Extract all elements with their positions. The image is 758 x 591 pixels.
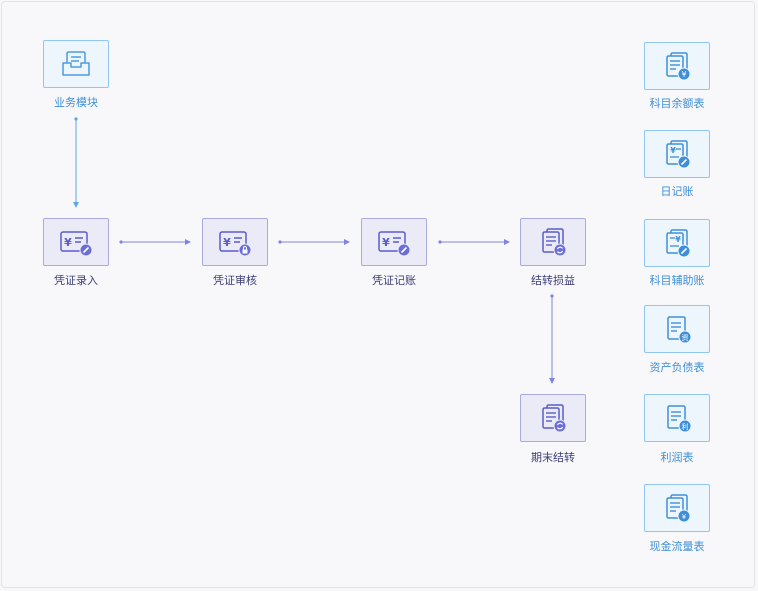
doc-badge-icon: ¥ [666, 494, 691, 523]
voucher-edit-icon: ¥ [60, 231, 93, 257]
node-voucher-entry-label: 凭证录入 [54, 274, 98, 287]
doc-badge-icon: 资 [667, 316, 692, 344]
svg-text:¥: ¥ [223, 236, 231, 249]
arrow-transfer-to-period-end [549, 294, 555, 384]
node-voucher-review-label: 凭证审核 [213, 274, 257, 287]
svg-text:¥: ¥ [675, 235, 681, 244]
svg-text:利: 利 [682, 422, 689, 431]
report-balance-sheet[interactable]: 资 [644, 305, 710, 353]
doc-badge-icon: 利 [667, 405, 692, 433]
svg-text:资: 资 [682, 333, 689, 342]
report-journal[interactable]: ¥ [644, 130, 710, 178]
svg-text:¥: ¥ [681, 70, 686, 79]
node-transfer-pl-label: 结转损益 [531, 274, 575, 287]
node-transfer-pl[interactable] [520, 218, 586, 266]
file-tray-icon [62, 51, 90, 76]
svg-text:¥: ¥ [382, 236, 390, 249]
svg-text:¥: ¥ [64, 236, 72, 249]
node-voucher-review[interactable]: ¥ [202, 218, 268, 266]
node-business-module-label: 业务模块 [54, 96, 98, 109]
report-income-statement[interactable]: 利 [644, 394, 710, 442]
report-account-balance-label: 科目余额表 [649, 97, 705, 110]
voucher-post-icon: ¥ [378, 231, 411, 257]
doc-transfer-icon [542, 404, 567, 433]
report-balance-sheet-label: 资产负债表 [649, 361, 705, 374]
report-account-balance[interactable]: ¥ [644, 42, 710, 90]
report-subsidiary-ledger[interactable]: ¥ [644, 219, 710, 267]
node-business-module[interactable] [43, 40, 109, 88]
report-income-statement-label: 利润表 [660, 451, 694, 464]
report-cash-flow-label: 现金流量表 [649, 540, 705, 553]
svg-text:¥: ¥ [670, 146, 676, 155]
doc-edit-icon: ¥ [666, 229, 691, 258]
node-voucher-posting-label: 凭证记账 [372, 274, 416, 287]
doc-transfer-icon [542, 228, 567, 257]
arrow-source-to-entry [73, 117, 79, 208]
doc-edit-icon: ¥ [666, 140, 691, 169]
report-journal-label: 日记账 [660, 185, 694, 198]
doc-yen-icon: ¥ [666, 52, 691, 81]
node-voucher-entry[interactable]: ¥ [43, 218, 109, 266]
arrow-review-to-post [278, 239, 350, 245]
report-subsidiary-ledger-label: 科目辅助账 [649, 274, 705, 287]
arrow-entry-to-review [119, 239, 191, 245]
node-voucher-posting[interactable]: ¥ [361, 218, 427, 266]
node-period-end-transfer[interactable] [520, 394, 586, 442]
arrow-post-to-transfer [438, 239, 510, 245]
node-period-end-transfer-label: 期末结转 [531, 451, 575, 464]
svg-text:¥: ¥ [682, 513, 687, 521]
voucher-lock-icon: ¥ [219, 231, 252, 257]
report-cash-flow[interactable]: ¥ [644, 484, 710, 532]
